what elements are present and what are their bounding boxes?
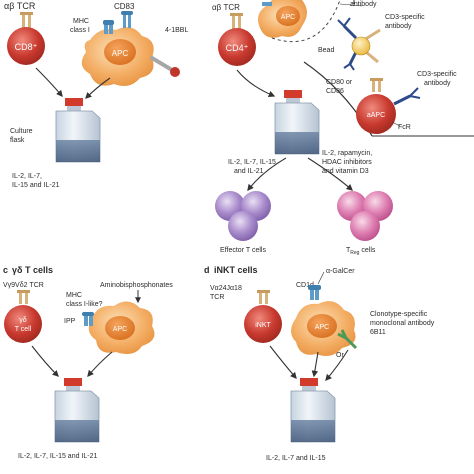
apc-cell-d: APC [291, 301, 356, 356]
aminobisphosphonates-label: Aminobisphosphonates [100, 282, 173, 289]
cd8-tcr-receptor-icon [20, 12, 33, 28]
panel-d-title: iNKT cells [214, 265, 258, 275]
arrow-gd-to-flask [31, 345, 59, 377]
gd-tcr-receptor-icon [17, 290, 30, 304]
arrow-apc-to-flask [85, 77, 111, 99]
svg-text:flask: flask [10, 137, 25, 144]
panel-d: d iNKT cells Vα24Jα18 TCR iNKT CD1d α-Ga… [204, 265, 435, 462]
cd1d-label: CD1d [296, 282, 314, 289]
apc-cell-b: APC [258, 0, 307, 38]
bead-label: Bead [318, 47, 334, 54]
svg-text:HDAC inhibitors: HDAC inhibitors [322, 159, 372, 166]
panel-c: c γδ T cells Vγ9Vδ2 TCR γδ T cell Aminob… [3, 265, 173, 460]
fcr-label: FcR [398, 124, 411, 131]
panel-a-tcr-label: αβ TCR [4, 1, 36, 11]
svg-text:and vitamin D3: and vitamin D3 [322, 168, 369, 175]
panel-c-letter: c [3, 265, 8, 275]
or-label: Or [336, 352, 344, 359]
mhc-class-i-icon [103, 20, 114, 34]
svg-text:monoclonal antibody: monoclonal antibody [370, 320, 435, 327]
panel-d-tcr-label: Vα24Jα18 [210, 285, 242, 292]
cd80-cd86-label: CD80 or [326, 79, 353, 86]
culture-flask-label: Culture [10, 128, 33, 135]
svg-text:CD4⁺: CD4⁺ [226, 43, 249, 53]
culture-flask-a [55, 98, 101, 163]
svg-text:iNKT: iNKT [255, 322, 271, 329]
galcer-label: α-GalCer [326, 268, 355, 275]
panel-a: αβ TCR CD8⁺ APC MHC class I CD83 [4, 1, 188, 189]
svg-text:APC: APC [315, 324, 329, 331]
cd4-tcr-receptor-icon [230, 13, 243, 29]
cd1d-molecule-icon [308, 285, 321, 300]
culture-flask-c [54, 378, 100, 443]
arrow-apc-c-to-flask [87, 351, 113, 378]
svg-text:aAPC: aAPC [367, 112, 385, 119]
gd-t-cell: γδ T cell [4, 305, 42, 343]
arrow-inkt-to-flask [269, 345, 297, 380]
svg-text:APC: APC [113, 326, 127, 333]
panel-a-cytokines: IL-2, IL-7, [12, 173, 42, 180]
treg-cells-label: TReg cells [346, 247, 376, 256]
svg-text:CD8⁺: CD8⁺ [15, 42, 38, 52]
panel-b-tcr-label: αβ TCR [212, 3, 240, 12]
svg-text:antibody: antibody [424, 80, 451, 87]
mhc-class-i-label: MHC [73, 18, 89, 25]
cd3-antibody-label-2: CD3-specific [417, 71, 457, 78]
effector-t-cells-label: Effector T cells [220, 247, 266, 254]
svg-text:γδ: γδ [19, 317, 27, 324]
svg-text:IL-15 and IL-21: IL-15 and IL-21 [12, 182, 60, 189]
inkt-tcr-receptor-icon [257, 290, 270, 304]
arrow-cd4-to-flask [236, 69, 276, 98]
svg-text:APC: APC [112, 49, 129, 58]
panel-d-cytokines: IL-2, IL-7 and IL-15 [266, 455, 326, 462]
panel-c-cytokines: IL-2, IL-7, IL-15 and IL-21 [18, 453, 97, 460]
panel-b-right-conditions: IL-2, rapamycin, [322, 150, 372, 157]
panel-b-left-cytokines: IL-2, IL-7, IL-15 [228, 159, 276, 166]
svg-text:APC: APC [281, 14, 295, 21]
dashed-divider [271, 0, 341, 43]
panel-c-title: γδ T cells [12, 265, 53, 275]
cd83-label: CD83 [114, 2, 135, 11]
svg-text:CD86: CD86 [326, 88, 344, 95]
cd4-cell: CD4⁺ [218, 28, 256, 66]
4-1bbl-ligand-icon [150, 56, 180, 77]
cd3-antibody-label-1: CD3-specific [385, 14, 425, 21]
svg-text:antibody: antibody [385, 23, 412, 30]
panel-d-letter: d [204, 265, 210, 275]
ipp-label: IPP [64, 318, 76, 325]
apc-cell-c: APC [82, 301, 155, 354]
svg-text:TCR: TCR [210, 294, 224, 301]
cd8-cell: CD8⁺ [7, 27, 45, 65]
panel-c-tcr-label: Vγ9Vδ2 TCR [3, 282, 44, 289]
panel-b: αβ TCR CD4⁺ APC antibody [212, 0, 474, 256]
effector-t-cells [215, 191, 271, 241]
cd83-receptor-icon [121, 11, 133, 28]
arrow-flask-to-treg [307, 157, 353, 191]
mhc-class-i-like-label: MHC [66, 292, 82, 299]
culture-flask-b [274, 90, 320, 155]
svg-text:and IL-21: and IL-21 [234, 168, 264, 175]
arrow-cd8-to-flask [35, 67, 63, 98]
svg-text:T cell: T cell [15, 326, 32, 333]
arrow-flask-to-effector [247, 157, 287, 192]
antibody-top-label: antibody [350, 1, 377, 8]
treg-cells [337, 191, 393, 241]
svg-text:class I-like?: class I-like? [66, 301, 103, 308]
aapc-cell: aAPC [356, 78, 421, 134]
svg-text:class I: class I [70, 27, 90, 34]
arrow-apc-d-to-flask [311, 351, 319, 378]
4-1bbl-label: 4-1BBL [165, 27, 188, 34]
arrow-antibody-to-flask [325, 349, 349, 382]
antibody-6b11-icon [337, 329, 358, 350]
bead-icon [337, 17, 381, 71]
svg-text:6B11: 6B11 [370, 329, 386, 336]
inkt-cell: iNKT [244, 305, 282, 343]
culture-flask-d [290, 378, 336, 443]
antibody-6b11-label: Clonotype-specific [370, 311, 428, 318]
apc-cell-a: APC [81, 27, 154, 86]
